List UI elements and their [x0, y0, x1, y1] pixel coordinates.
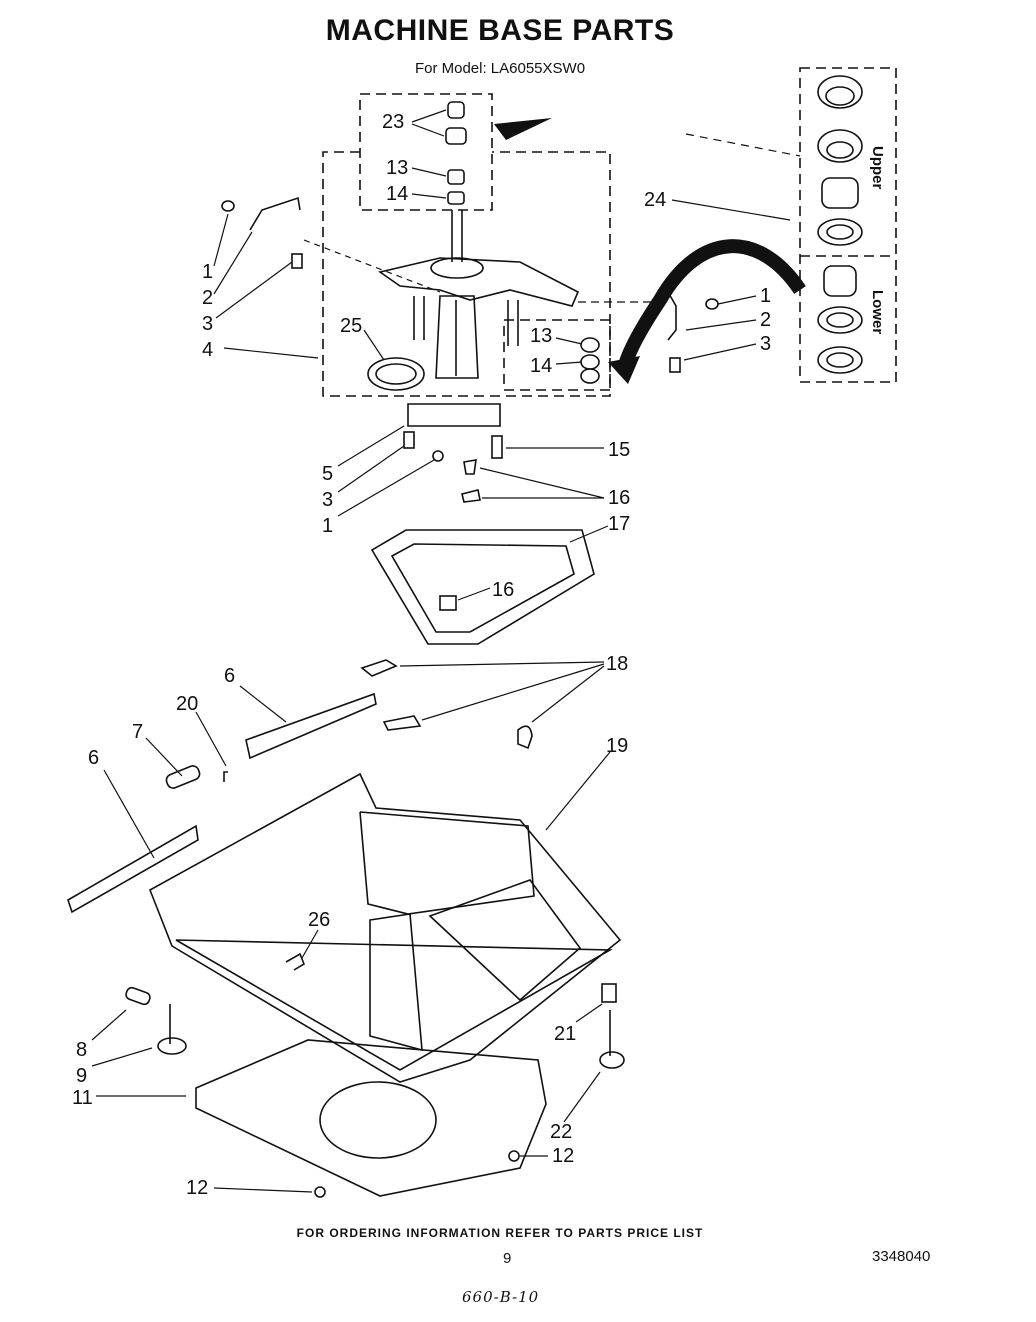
leader-lines [91, 109, 801, 1193]
seal-ring [367, 357, 425, 391]
curved-arrow-head [608, 356, 640, 384]
callout-18: 18 [606, 653, 628, 675]
upper-bearing-parts [817, 75, 863, 246]
callout-19: 19 [606, 735, 628, 757]
pointer-arrow [494, 118, 552, 140]
page-number: 9 [503, 1250, 512, 1267]
callout-12-left: 12 [186, 1177, 208, 1199]
machine-base-frame [148, 772, 622, 1083]
tub-support-frame [370, 529, 595, 645]
callout-3-left: 3 [202, 313, 213, 335]
callout-26: 26 [308, 909, 330, 931]
callout-6-upper: 6 [224, 665, 235, 687]
lower-bearing-parts [817, 265, 863, 374]
callout-15: 15 [608, 439, 630, 461]
callout-13-box: 13 [530, 325, 552, 347]
callout-2-left: 2 [202, 287, 213, 309]
page-title: MACHINE BASE PARTS [325, 14, 675, 47]
callout-4: 4 [202, 339, 213, 361]
seal-group-box [359, 93, 493, 211]
left-bracket-parts [221, 196, 441, 293]
bearing-inset-box [799, 67, 897, 383]
callout-1-right: 1 [760, 285, 771, 307]
callout-24: 24 [644, 189, 666, 211]
callout-1-mid: 1 [322, 515, 333, 537]
callout-8: 8 [76, 1039, 87, 1061]
callout-16-upper: 16 [608, 487, 630, 509]
drive-assembly [378, 210, 580, 379]
callout-5: 5 [322, 463, 333, 485]
callout-12-right: 12 [552, 1145, 574, 1167]
rails-and-spring [67, 692, 377, 914]
legs-and-feet [125, 952, 625, 1198]
callout-2-right: 2 [760, 309, 771, 331]
callout-25: 25 [340, 315, 362, 337]
ordering-note: FOR ORDERING INFORMATION REFER TO PARTS … [296, 1226, 704, 1240]
callout-7: 7 [132, 721, 143, 743]
document-number: 3348040 [872, 1248, 931, 1265]
pads [360, 659, 533, 750]
callout-1-left: 1 [202, 261, 213, 283]
callout-21: 21 [554, 1023, 576, 1045]
callout-23: 23 [382, 111, 404, 133]
callout-3-mid: 3 [322, 489, 333, 511]
callout-17: 17 [608, 513, 630, 535]
callout-14-box: 14 [530, 355, 552, 377]
callout-9: 9 [76, 1065, 87, 1087]
lower-label: Lower [869, 290, 886, 334]
drive-group-box [322, 151, 611, 397]
handwritten-note: 660-B-10 [462, 1288, 540, 1306]
mid-fasteners [403, 403, 503, 503]
seal-stack [445, 101, 467, 205]
upper-label: Upper [869, 146, 886, 190]
callout-22: 22 [550, 1121, 572, 1143]
callout-6-lower: 6 [88, 747, 99, 769]
callout-3-right: 3 [760, 333, 771, 355]
callout-14: 14 [386, 183, 408, 205]
base-plate [195, 1039, 547, 1197]
callout-11: 11 [72, 1087, 93, 1109]
callout-numbers: 23 13 14 24 1 2 3 4 25 13 14 1 2 3 5 3 1… [72, 111, 771, 1199]
small-parts-box [503, 319, 611, 391]
small-boxed-parts [580, 337, 600, 384]
curved-arrow [619, 239, 806, 365]
model-subtitle: For Model: LA6055XSW0 [414, 60, 586, 77]
callout-16-lower: 16 [492, 579, 514, 601]
callout-20: 20 [176, 693, 198, 715]
callout-13: 13 [386, 157, 408, 179]
